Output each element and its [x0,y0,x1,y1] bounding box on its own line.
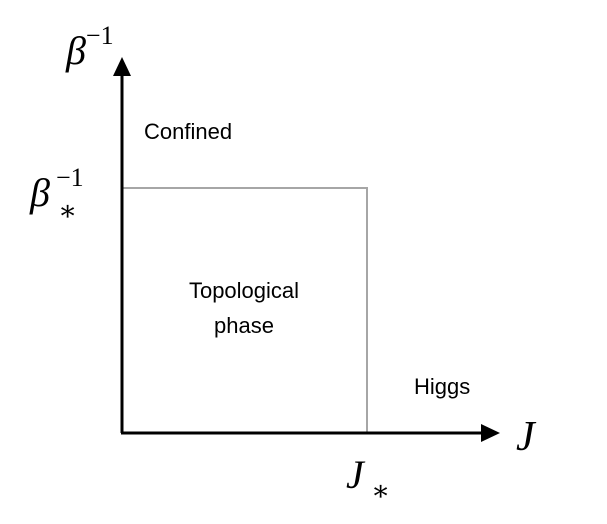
x-axis-arrowhead [481,424,500,442]
y-critical-label: β −1 ∗ [29,163,84,227]
x-critical-label: J ∗ [346,452,390,507]
higgs-label: Higgs [414,374,470,399]
y-axis-label-exponent: −1 [86,21,114,50]
confined-label: Confined [144,119,232,144]
y-critical-base: β [29,170,50,215]
y-critical-subscript: ∗ [58,196,77,227]
x-critical-subscript: ∗ [371,476,390,507]
x-axis-label: J [516,414,537,460]
y-axis-label-base: β [65,28,86,73]
topological-phase-label-line1: Topological [189,278,299,303]
phase-boundary [122,187,368,433]
x-critical-base: J [346,452,366,497]
y-axis-label: β−1 [65,21,114,73]
y-critical-exponent: −1 [56,163,84,192]
y-axis-arrowhead [113,57,131,76]
topological-phase-label-line2: phase [214,313,274,338]
